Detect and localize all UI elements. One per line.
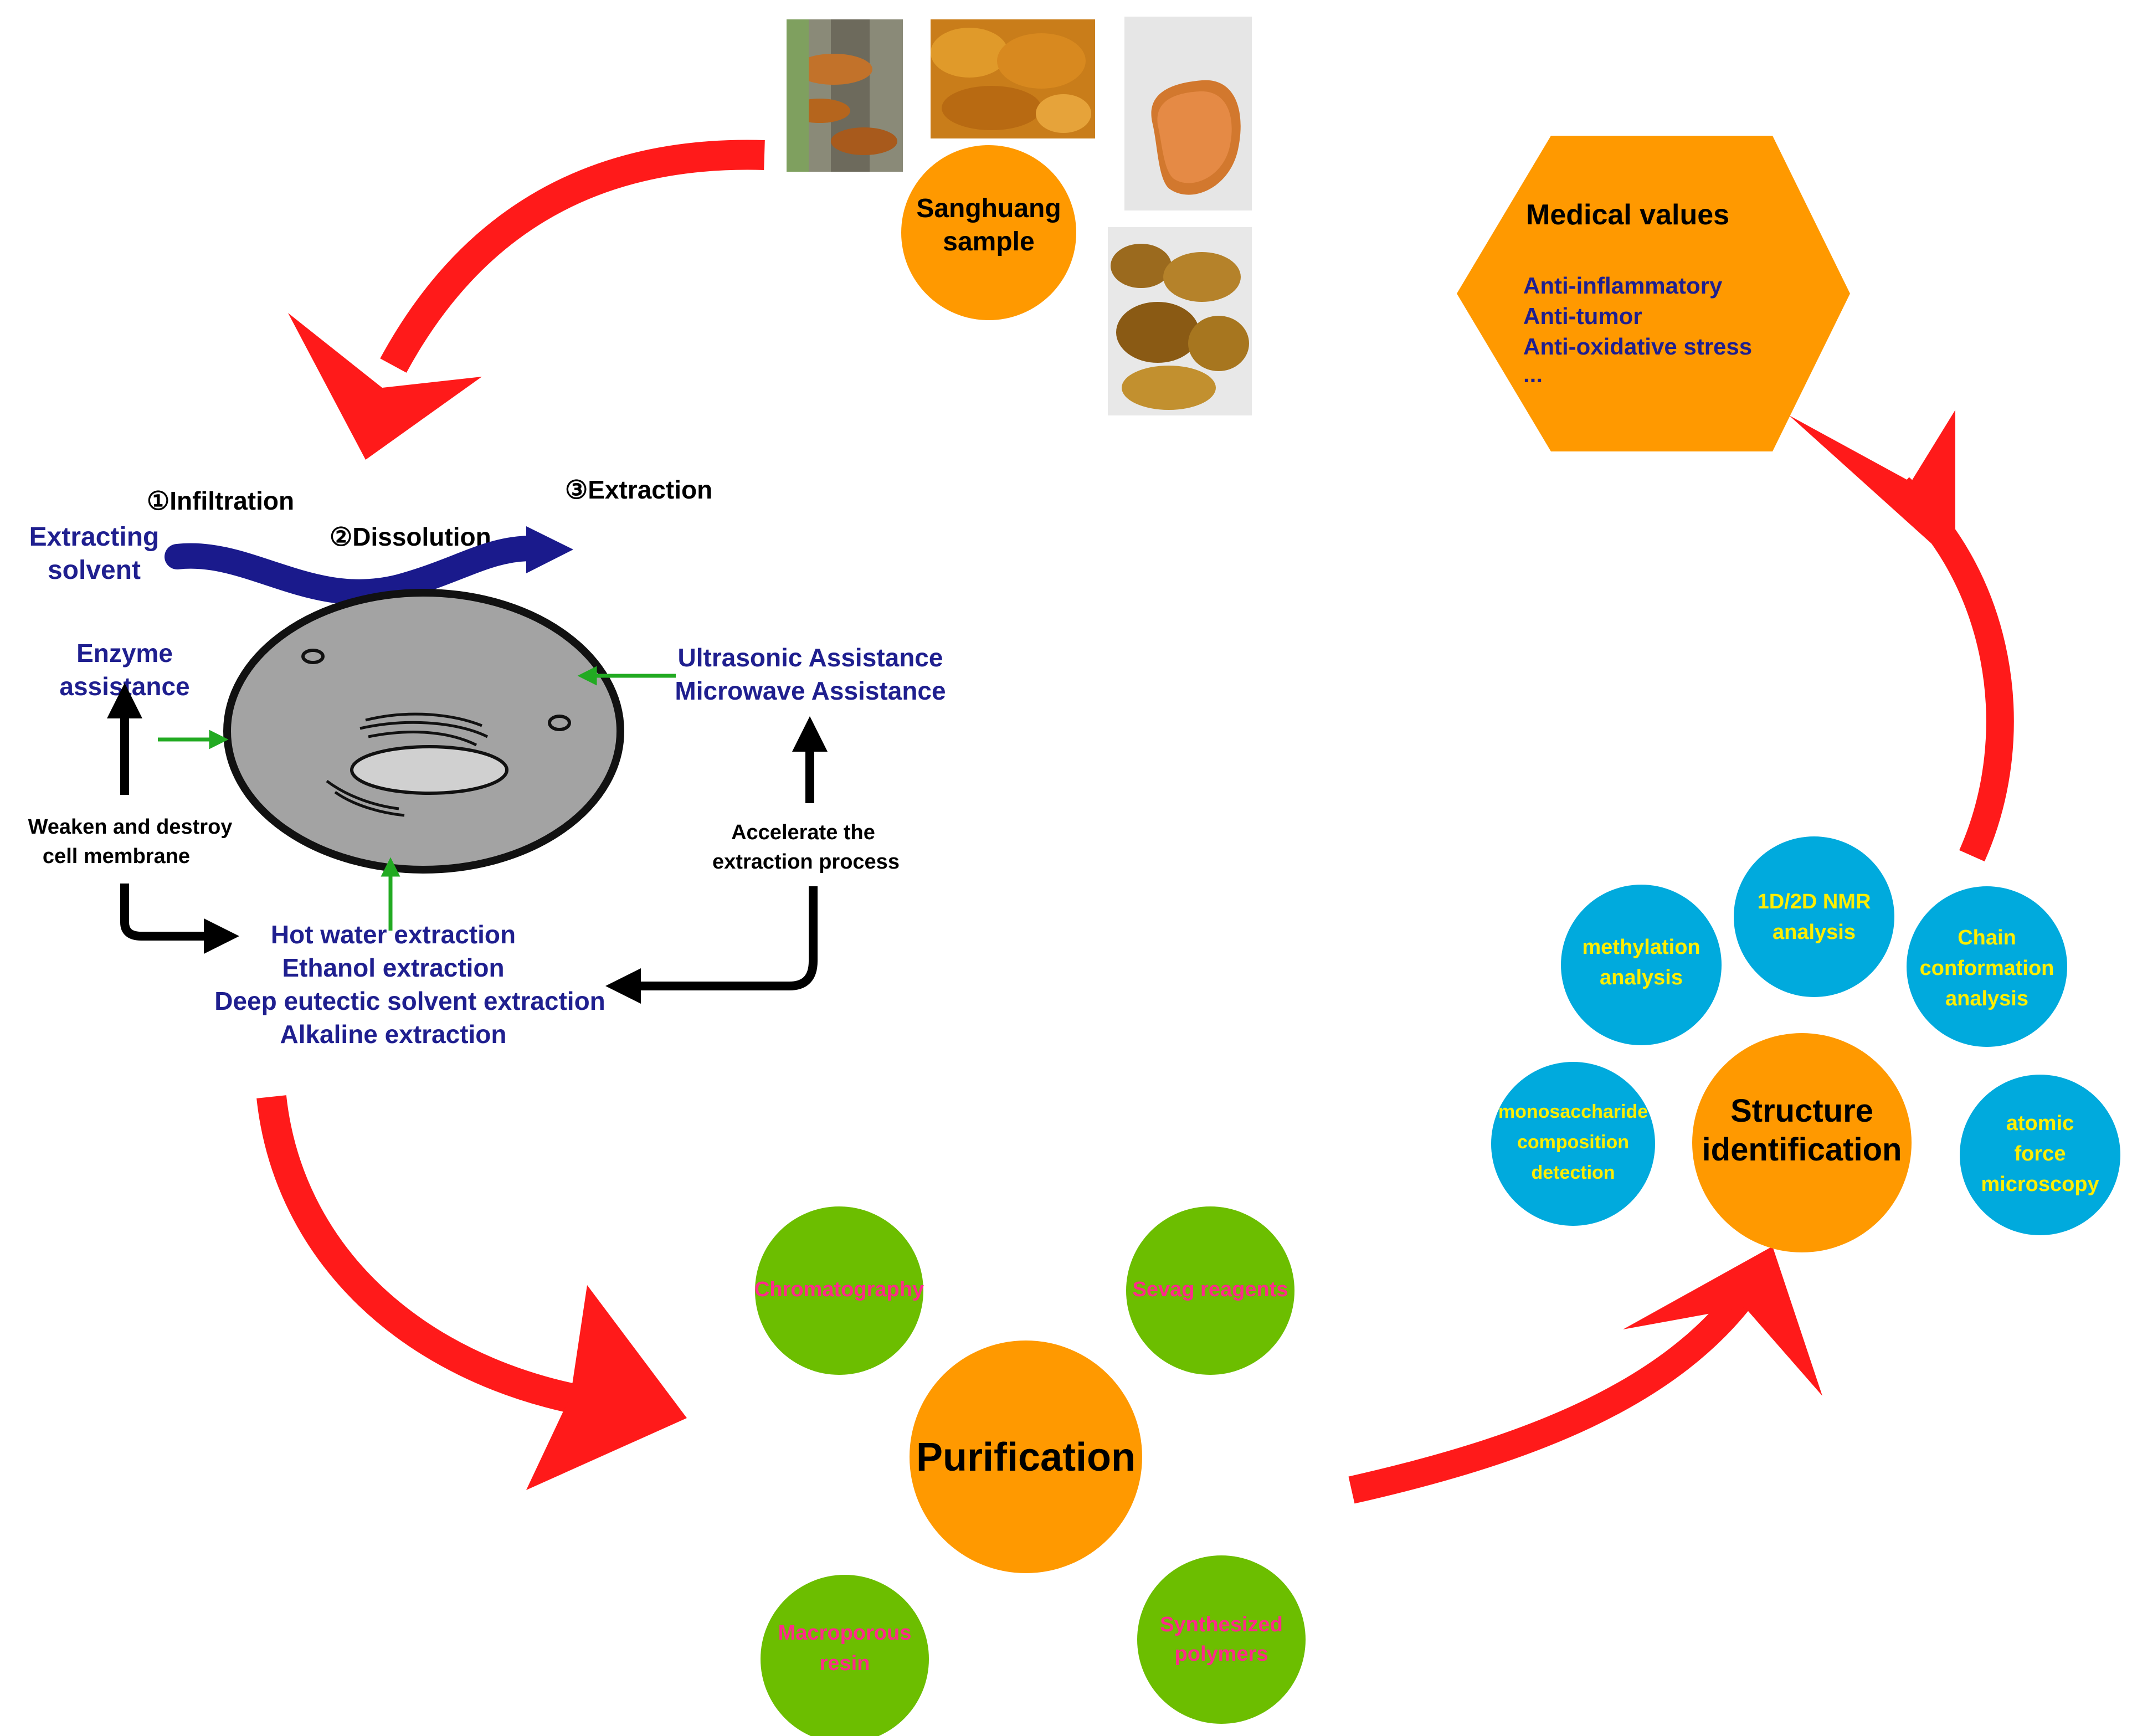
methylation-node: methylation analysis [1561,885,1722,1045]
sample-label-line1: Sanghuang [916,194,1061,223]
medical-values-title: Medical values [1526,199,1729,231]
structure-cluster: methylation analysis 1D/2D NMR analysis … [1491,836,2120,1252]
structure-hub-label-line1: Structure [1730,1093,1873,1129]
methylation-label-line1: methylation [1582,936,1700,959]
dried-slices-photo [931,19,1095,138]
cell-diagram [223,589,624,874]
structure-hub-label-line2: identification [1702,1132,1902,1168]
chromatography-label: Chromatography [754,1278,924,1301]
chain-label-line3: analysis [1945,987,2028,1010]
purification-hub: Purification [910,1340,1142,1573]
sample-hub: Sanghuang sample [901,145,1076,320]
weaken-label-line2: cell membrane [43,845,190,868]
method-des: Deep eutectic solvent extraction [214,987,605,1015]
step-extraction: ③Extraction [565,475,712,504]
afm-label-line1: atomic [2006,1112,2074,1135]
extraction-section: ①Infiltration ②Dissolution ③Extraction E… [28,475,946,1049]
chromatography-node: Chromatography [754,1206,924,1375]
step-dissolution: ②Dissolution [330,522,491,551]
method-alkaline: Alkaline extraction [280,1020,506,1049]
dried-pieces-photo [1108,227,1252,415]
afm-label-line2: force [2015,1142,2066,1165]
tree-fungus-photo [787,19,903,172]
mono-label-line3: detection [1531,1162,1615,1183]
medical-values-hexagon: Medical values Anti-inflammatory Anti-tu… [1457,136,1850,451]
black-arrow-weaken-to-methods [120,884,239,954]
enzyme-label-line2: assistance [59,672,189,701]
sevag-label: Sevag reagents [1133,1278,1288,1301]
enzyme-label-line1: Enzyme [76,639,173,667]
cycle-arrows [256,140,2014,1504]
synthesized-label-line2: polymers [1175,1642,1268,1666]
red-arrow-to-extraction [288,140,765,460]
nmr-node: 1D/2D NMR analysis [1734,836,1894,997]
mono-label-line1: monosaccharide [1498,1101,1648,1122]
monosaccharide-node: monosaccharide composition detection [1491,1062,1655,1226]
medical-value-item: Anti-tumor [1523,303,1642,329]
afm-node: atomic force microscopy [1960,1075,2120,1235]
fruiting-body-photo [1124,17,1252,210]
macroporous-node: Macroporous resin [761,1575,929,1736]
medical-value-item: Anti-inflammatory [1523,273,1723,299]
accelerate-label-line2: extraction process [712,850,900,874]
red-arrow-to-purification [256,1095,687,1490]
method-hot-water: Hot water extraction [271,920,516,949]
accelerate-label-line1: Accelerate the [731,821,875,844]
nmr-label-line1: 1D/2D NMR [1758,890,1871,913]
synthesized-node: Synthesized polymers [1137,1555,1306,1724]
solvent-flow-arrow [165,526,573,605]
method-ethanol: Ethanol extraction [282,953,504,982]
chain-conformation-node: Chain conformation analysis [1907,886,2067,1047]
weaken-label-line1: Weaken and destroy [28,815,233,839]
chain-label-line1: Chain [1958,926,2016,949]
methylation-label-line2: analysis [1600,966,1683,989]
medical-value-item: Anti-oxidative stress [1523,333,1752,359]
purification-cluster: Chromatography Sevag reagents Macroporou… [754,1206,1306,1736]
solvent-label-line1: Extracting [29,522,160,552]
sevag-node: Sevag reagents [1126,1206,1294,1375]
macroporous-label-line1: Macroporous [778,1621,912,1645]
mono-label-line2: composition [1517,1132,1629,1153]
microwave-label: Microwave Assistance [675,676,946,705]
black-arrow-accelerate-to-methods [605,886,818,1004]
chain-label-line2: conformation [1920,957,2054,980]
red-arrow-to-structure [1348,1246,1822,1504]
synthesized-label-line1: Synthesized [1160,1613,1283,1636]
afm-label-line3: microscopy [1981,1173,2099,1196]
ultrasonic-label: Ultrasonic Assistance [678,643,943,672]
macroporous-label-line2: resin [820,1652,870,1675]
sample-label-line2: sample [943,227,1034,256]
solvent-label-line2: solvent [48,556,141,585]
purification-hub-label: Purification [916,1435,1136,1480]
red-arrow-to-medical [1789,410,2014,862]
structure-hub: Structure identification [1692,1033,1912,1252]
sample-photos [787,17,1252,415]
medical-value-item: ... [1523,361,1543,387]
nmr-label-line2: analysis [1773,921,1856,944]
step-infiltration: ①Infiltration [147,486,294,515]
